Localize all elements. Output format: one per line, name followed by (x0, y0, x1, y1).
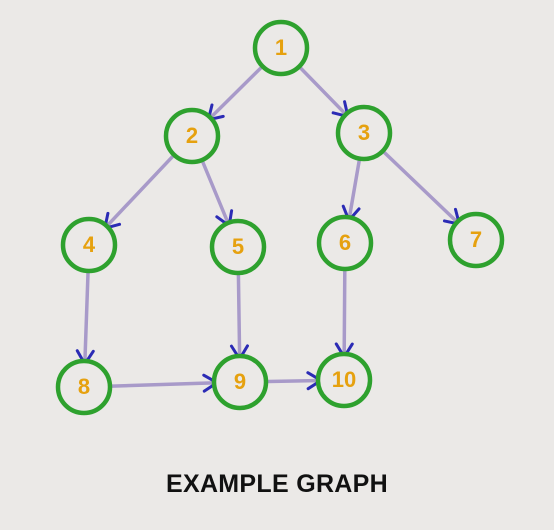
edge-line (110, 380, 219, 388)
edge-9-to-10 (266, 371, 323, 391)
edge-1-to-2 (206, 65, 263, 122)
node-1: 1 (252, 19, 310, 77)
edge-4-to-8 (75, 271, 95, 366)
edge-line (83, 271, 90, 366)
node-label: 4 (83, 232, 96, 257)
node-7: 7 (447, 211, 505, 269)
node-2: 2 (163, 107, 221, 165)
node-circle (211, 353, 269, 411)
node-label: 9 (234, 369, 246, 394)
edges-layer (75, 65, 462, 393)
edge-line (382, 150, 462, 226)
diagram-caption: EXAMPLE GRAPH (166, 470, 388, 498)
node-circle (163, 107, 221, 165)
node-circle (316, 214, 374, 272)
node-label: 3 (358, 120, 370, 145)
node-6: 6 (316, 214, 374, 272)
node-label: 8 (78, 374, 90, 399)
edge-line (298, 66, 350, 119)
node-circle (335, 104, 393, 162)
node-3: 3 (335, 104, 393, 162)
edge-line (206, 65, 263, 122)
node-5: 5 (209, 218, 267, 276)
edge-line (200, 160, 231, 228)
edge-line (236, 273, 242, 361)
node-circle (60, 216, 118, 274)
node-4: 4 (60, 216, 118, 274)
node-circle (315, 351, 373, 409)
edge-2-to-4 (103, 154, 175, 231)
node-circle (447, 211, 505, 269)
edge-3-to-6 (341, 158, 361, 223)
edge-1-to-3 (298, 66, 350, 119)
edge-line (266, 378, 323, 384)
edge-6-to-10 (334, 269, 354, 359)
node-circle (55, 358, 113, 416)
edge-line (347, 158, 361, 223)
nodes-layer: 1 2 3 4 5 6 7 8 9 10 (55, 19, 505, 416)
node-10: 10 (315, 351, 373, 409)
node-8: 8 (55, 358, 113, 416)
node-circle (209, 218, 267, 276)
node-label: 2 (186, 123, 198, 148)
edge-8-to-9 (110, 373, 219, 393)
node-label: 5 (232, 234, 244, 259)
edge-line (103, 154, 175, 231)
node-label: 1 (275, 35, 287, 60)
node-label: 6 (339, 230, 351, 255)
node-circle (252, 19, 310, 77)
edge-5-to-9 (229, 273, 249, 361)
edge-2-to-5 (200, 160, 234, 228)
node-label: 7 (470, 227, 482, 252)
node-label: 10 (332, 367, 356, 392)
edge-3-to-7 (382, 150, 462, 226)
node-9: 9 (211, 353, 269, 411)
edge-line (342, 269, 347, 359)
